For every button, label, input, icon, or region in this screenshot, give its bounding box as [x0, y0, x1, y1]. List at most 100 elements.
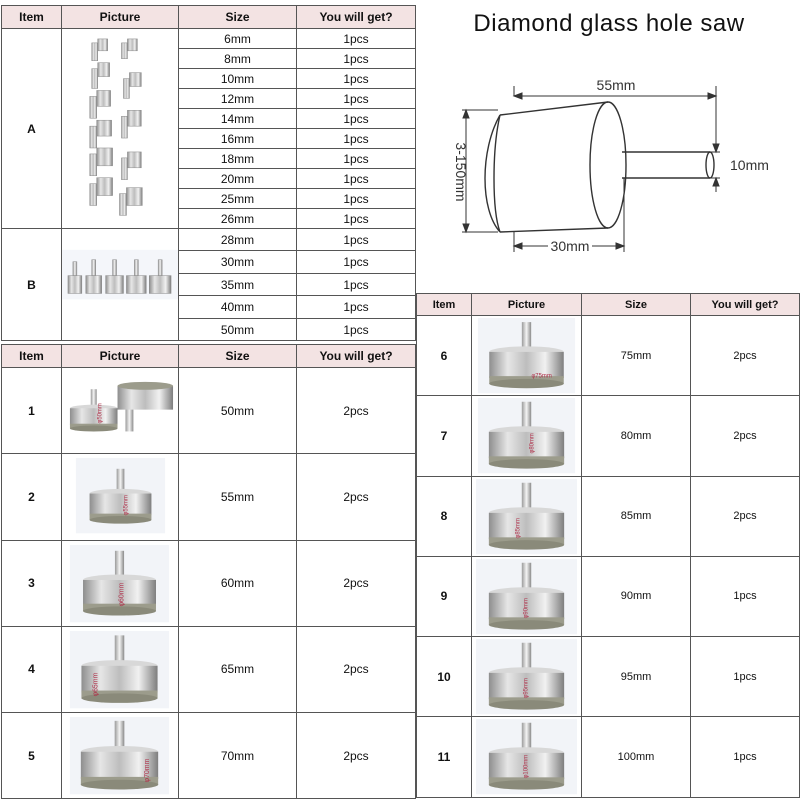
group-b-picture — [61, 228, 179, 341]
table-row: 8 φ85mm 85mm 2pcs — [416, 475, 800, 557]
qty-cell: 1pcs — [296, 208, 416, 229]
saw-marking: φ65mm — [93, 672, 100, 696]
size-cell: 8mm — [178, 48, 297, 69]
size-cell: 95mm — [581, 636, 691, 718]
size-cell: 10mm — [178, 68, 297, 89]
item-cell: 5 — [1, 711, 62, 800]
saw-marking: φ70mm — [144, 758, 151, 782]
header-size: Size — [581, 293, 691, 316]
hole-saw-image: φ90mm — [475, 558, 578, 635]
group-a-picture — [61, 28, 179, 229]
header-item: Item — [1, 5, 62, 29]
dimension-diagram: 55mm 3-150mm 10mm 30mm — [453, 77, 769, 254]
item-cell: 1 — [1, 366, 62, 455]
large-sizes-table-right: Item Picture Size You will get? 6 φ75mm … — [416, 293, 800, 798]
size-cell: 35mm — [178, 273, 297, 296]
hole-saw-image: φ70mm — [69, 716, 170, 795]
hole-saw-image: φ60mm — [69, 544, 170, 622]
qty-cell: 2pcs — [296, 366, 416, 455]
picture-cell: φ55mm — [61, 453, 179, 541]
saw-marking: φ75mm — [531, 373, 551, 379]
size-cell: 20mm — [178, 168, 297, 189]
qty-cell: 1pcs — [296, 28, 416, 49]
header-picture: Picture — [471, 293, 582, 316]
qty-cell: 1pcs — [296, 295, 416, 319]
size-cell: 75mm — [581, 314, 691, 397]
group-b-item: B — [1, 228, 62, 341]
qty-cell: 1pcs — [296, 48, 416, 69]
size-cell: 65mm — [178, 625, 297, 714]
table-row: 7 φ80mm 80mm 2pcs — [416, 395, 800, 477]
size-cell: 28mm — [178, 228, 297, 251]
size-cell: 50mm — [178, 318, 297, 341]
size-cell: 100mm — [581, 716, 691, 798]
header-picture: Picture — [61, 344, 179, 368]
saw-marking: φ55mm — [123, 495, 129, 515]
qty-cell: 2pcs — [296, 625, 416, 714]
table-row: 1 φ50mm 50mm 2pcs — [1, 366, 416, 455]
qty-cell: 1pcs — [296, 228, 416, 251]
diagram-title: Diamond glass hole saw — [473, 10, 745, 37]
table-row: 10 φ95mm 95mm 1pcs — [416, 636, 800, 718]
length-label: 55mm — [597, 77, 636, 93]
size-cell: 25mm — [178, 188, 297, 209]
qty-cell: 2pcs — [690, 395, 800, 477]
size-cell: 14mm — [178, 108, 297, 129]
table-row: 9 φ90mm 90mm 1pcs — [416, 555, 800, 638]
qty-cell: 1pcs — [690, 636, 800, 718]
hole-saw-image: φ95mm — [475, 639, 578, 715]
saw-marking: φ100mm — [523, 755, 529, 779]
table-row: 5 φ70mm 70mm 2pcs — [1, 711, 416, 800]
header-item: Item — [1, 344, 62, 368]
saw-marking: φ80mm — [529, 433, 535, 453]
size-cell: 26mm — [178, 208, 297, 229]
header-get: You will get? — [296, 5, 416, 29]
qty-cell: 2pcs — [296, 539, 416, 627]
size-cell: 90mm — [581, 555, 691, 638]
qty-cell: 1pcs — [690, 716, 800, 798]
size-cell: 40mm — [178, 295, 297, 319]
hole-saw-image: φ75mm — [477, 317, 576, 394]
hole-saw-image: φ85mm — [475, 478, 578, 554]
qty-cell: 1pcs — [296, 318, 416, 341]
size-cell: 80mm — [581, 395, 691, 477]
picture-cell: φ85mm — [471, 475, 582, 557]
hole-saw-image: φ55mm — [75, 458, 166, 534]
size-cell: 18mm — [178, 148, 297, 169]
item-cell: 2 — [1, 453, 62, 541]
picture-cell: φ75mm — [471, 314, 582, 397]
hole-saw-image: φ80mm — [477, 398, 576, 474]
qty-cell: 1pcs — [690, 555, 800, 638]
item-cell: 8 — [416, 475, 472, 557]
diameter-label: 3-150mm — [453, 142, 469, 201]
header-get: You will get? — [690, 293, 800, 316]
picture-cell: φ95mm — [471, 636, 582, 718]
medium-hole-saws-image — [62, 229, 178, 340]
table-row: 2 φ55mm 55mm 2pcs — [1, 453, 416, 541]
size-cell: 85mm — [581, 475, 691, 557]
qty-cell: 2pcs — [296, 453, 416, 541]
header-size: Size — [178, 344, 297, 368]
picture-cell: φ50mm — [61, 366, 179, 455]
header-get: You will get? — [296, 344, 416, 368]
picture-cell: φ90mm — [471, 555, 582, 638]
hole-saw-image: φ50mm — [69, 381, 174, 432]
item-cell: 6 — [416, 314, 472, 397]
qty-cell: 1pcs — [296, 273, 416, 296]
header-item: Item — [416, 293, 472, 316]
qty-cell: 1pcs — [296, 168, 416, 189]
size-cell: 70mm — [178, 711, 297, 800]
picture-cell: φ65mm — [61, 625, 179, 714]
size-cell: 60mm — [178, 539, 297, 627]
picture-cell: φ100mm — [471, 716, 582, 798]
picture-cell: φ60mm — [61, 539, 179, 627]
size-cell: 30mm — [178, 250, 297, 274]
small-hole-saws-image — [62, 29, 178, 228]
saw-marking: φ60mm — [118, 582, 125, 606]
saw-marking: φ90mm — [523, 598, 529, 618]
qty-cell: 2pcs — [296, 711, 416, 800]
qty-cell: 1pcs — [296, 68, 416, 89]
small-sizes-table: Item Picture Size You will get? A — [1, 5, 416, 341]
item-cell: 4 — [1, 625, 62, 714]
qty-cell: 1pcs — [296, 128, 416, 149]
